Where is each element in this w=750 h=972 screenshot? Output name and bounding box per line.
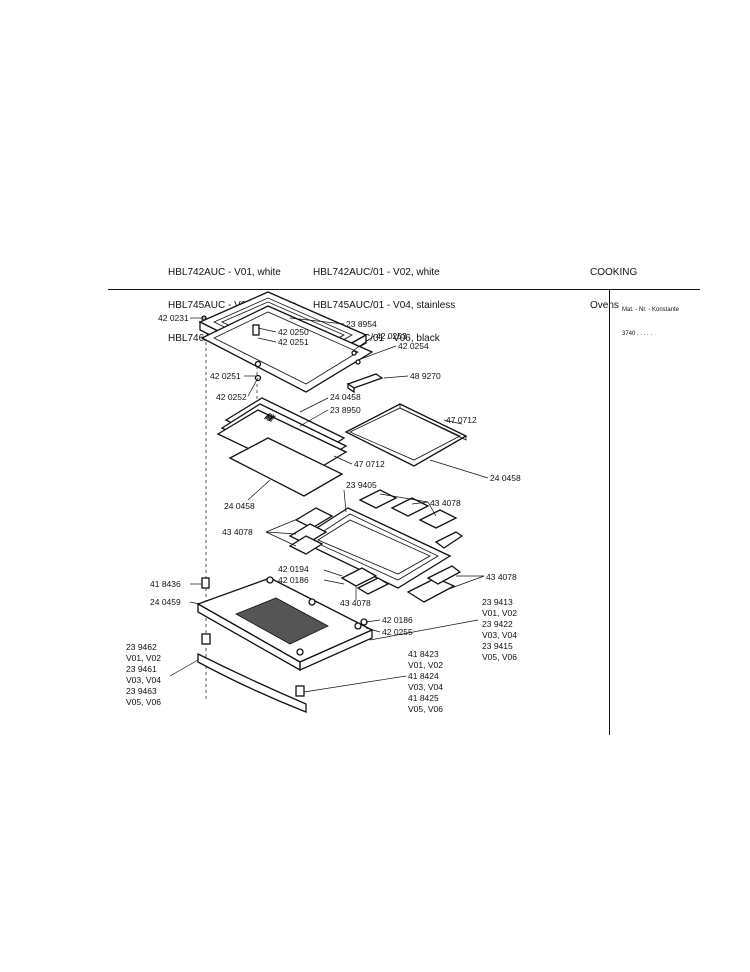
part-label: 42 0231 [158,313,189,323]
part-label: 23 9462 [126,642,157,652]
part-label: 42 0251 [210,371,241,381]
part-label: 23 9422 [482,619,513,629]
left-part-group: 23 9462 V01, V02 23 9461 V03, V04 23 946… [126,642,161,707]
part-label: 23 8954 [346,319,377,329]
part-label: 48 9270 [410,371,441,381]
part-label: 23 9415 [482,641,513,651]
part-label: 42 0186 [278,575,309,585]
mat-nr-title: Mat. - Nr. - Konstante [622,307,680,313]
part-label: 43 4078 [486,572,517,582]
part-label: V01, V02 [482,608,517,618]
mat-nr-box: Mat. - Nr. - Konstante 3740 . . . . . [622,290,679,346]
model-line: HBL745AUC/01 - V04, stainless [313,300,456,311]
part-label: V05, V06 [408,704,443,714]
part-label: V03, V04 [408,682,443,692]
handle-part [197,652,307,713]
part-label: 43 4078 [430,498,461,508]
category-subtitle: Ovens [590,300,619,311]
category-block: COOKING Ovens [590,245,637,322]
part-label: 42 0254 [398,341,429,351]
leader-lines [169,317,489,693]
part-label: V05, V06 [482,652,517,662]
part-label: V03, V04 [482,630,517,640]
door-frame-part [200,305,374,393]
side-divider [609,289,610,735]
part-label: 41 8424 [408,671,439,681]
part-label: 42 0251 [278,337,309,347]
part-label: 41 8425 [408,693,439,703]
part-label: V01, V02 [408,660,443,670]
outer-glass-part [344,403,468,467]
part-label: 24 0459 [150,597,181,607]
inner-glass-part: 繀 [216,397,348,497]
part-label: 42 0253 [376,331,407,341]
mat-nr-value: 3740 . . . . . [622,331,653,337]
part-label: 24 0458 [490,473,521,483]
insulation-block-parts [288,489,464,603]
part-label: 47 0712 [446,415,477,425]
part-label: 42 0186 [382,615,413,625]
model-line: HBL742AUC - V01, white [168,267,281,278]
part-label: 23 9405 [346,480,377,490]
category-title: COOKING [590,267,638,278]
part-label: 42 0252 [216,392,247,402]
part-label: 43 4078 [222,527,253,537]
part-label: 23 8950 [330,405,361,415]
part-label: V03, V04 [126,675,161,685]
door-panel-part [196,576,374,672]
model-line: HBL742AUC/01 - V02, white [313,267,440,278]
part-label: 42 0194 [278,564,309,574]
part-label: V05, V06 [126,697,161,707]
part-label: 23 9413 [482,597,513,607]
part-label: 41 8436 [150,579,181,589]
right-part-group-a: 23 9413 V01, V02 23 9422 V03, V04 23 941… [482,597,517,662]
part-label: 24 0458 [330,392,361,402]
part-label: 47 0712 [354,459,385,469]
part-label: 23 9463 [126,686,157,696]
clip-part [346,373,384,394]
part-label: 43 4078 [340,598,371,608]
part-label: V01, V02 [126,653,161,663]
part-label: 23 9461 [126,664,157,674]
part-label: 42 0255 [382,627,413,637]
part-labels: 42 0231 23 8954 42 0250 42 0251 42 0253 … [126,313,521,714]
right-part-group-b: 41 8423 V01, V02 41 8424 V03, V04 41 842… [408,649,443,714]
part-label: 24 0458 [224,501,255,511]
part-label: 42 0250 [278,327,309,337]
bushing-parts [201,577,368,697]
part-label: 41 8423 [408,649,439,659]
header-divider [108,289,700,290]
